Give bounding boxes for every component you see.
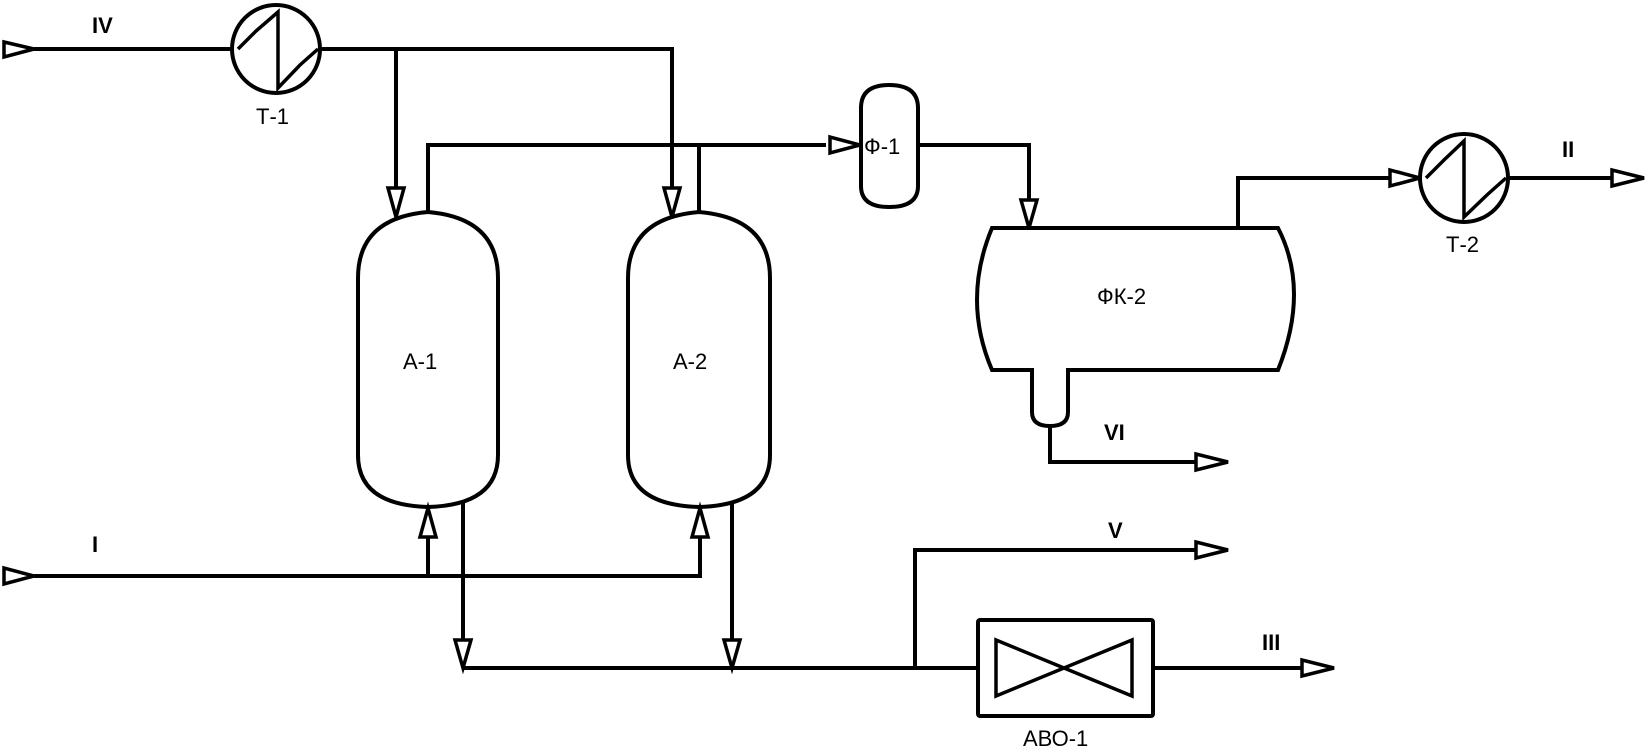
stream-iii-line xyxy=(1153,657,1335,679)
a1-inlet-arrow xyxy=(385,186,407,224)
a2-bottom-outlet-arrow xyxy=(721,638,743,675)
a2-inlet-arrow xyxy=(661,186,683,224)
f1-inlet-arrow xyxy=(828,134,867,156)
heat-exchanger-coil-icon xyxy=(1424,136,1508,222)
a1-bottom-outlet-arrow xyxy=(452,638,474,675)
stream-i-inlet-arrow xyxy=(2,565,41,587)
stream-iv-inlet-arrow xyxy=(2,39,35,60)
air-cooler-avo1[interactable]: АВО-1 xyxy=(976,618,1155,751)
heat-exchanger-t2[interactable]: Т-2 xyxy=(1418,132,1510,257)
stream-i-label: I xyxy=(92,532,98,557)
a1-bottom-inlet-arrow xyxy=(417,501,439,539)
stream-iii-label: III xyxy=(1262,630,1280,655)
adsorber-a1[interactable]: А-1 xyxy=(356,209,500,510)
adsorber-bottom-header xyxy=(452,503,980,675)
stream-ii-outlet-arrow xyxy=(1610,167,1645,189)
adsorber-a2[interactable]: А-2 xyxy=(626,209,772,510)
a2-bottom-inlet-arrow xyxy=(689,501,711,539)
stream-v-outlet-arrow xyxy=(1194,539,1229,561)
stream-v-line xyxy=(913,539,1229,668)
fk2-gas-outlet-line xyxy=(1236,167,1645,228)
air-cooler-fan-icon xyxy=(994,637,1134,699)
t1-label: Т-1 xyxy=(256,104,289,129)
adsorber-overhead-line xyxy=(426,134,867,217)
f1-outlet-line xyxy=(918,143,1040,235)
t2-label: Т-2 xyxy=(1446,232,1479,257)
f1-label: Ф-1 xyxy=(864,134,900,159)
stream-vi-outlet-arrow xyxy=(1194,451,1229,473)
a1-label: А-1 xyxy=(403,349,437,374)
stream-i-line xyxy=(2,501,711,587)
stream-v-label: V xyxy=(1108,518,1123,543)
fk2-label: ФК-2 xyxy=(1097,284,1146,309)
avo1-label: АВО-1 xyxy=(1023,726,1088,751)
t2-inlet-arrow xyxy=(1388,167,1427,189)
stream-iv-line xyxy=(2,39,683,224)
stream-iv-label: IV xyxy=(92,13,113,38)
heat-exchanger-coil-icon xyxy=(236,8,320,93)
filter-f1[interactable]: Ф-1 xyxy=(859,82,920,210)
fk2-inlet-arrow xyxy=(1018,198,1040,235)
a2-label: А-2 xyxy=(673,349,707,374)
stream-ii-label: II xyxy=(1562,137,1574,162)
stream-iii-outlet-arrow xyxy=(1300,657,1335,679)
stream-vi-line xyxy=(1048,426,1229,473)
stream-vi-label: VI xyxy=(1104,420,1125,445)
separator-fk2[interactable]: ФК-2 xyxy=(975,226,1296,429)
heat-exchanger-t1[interactable]: Т-1 xyxy=(230,3,322,129)
